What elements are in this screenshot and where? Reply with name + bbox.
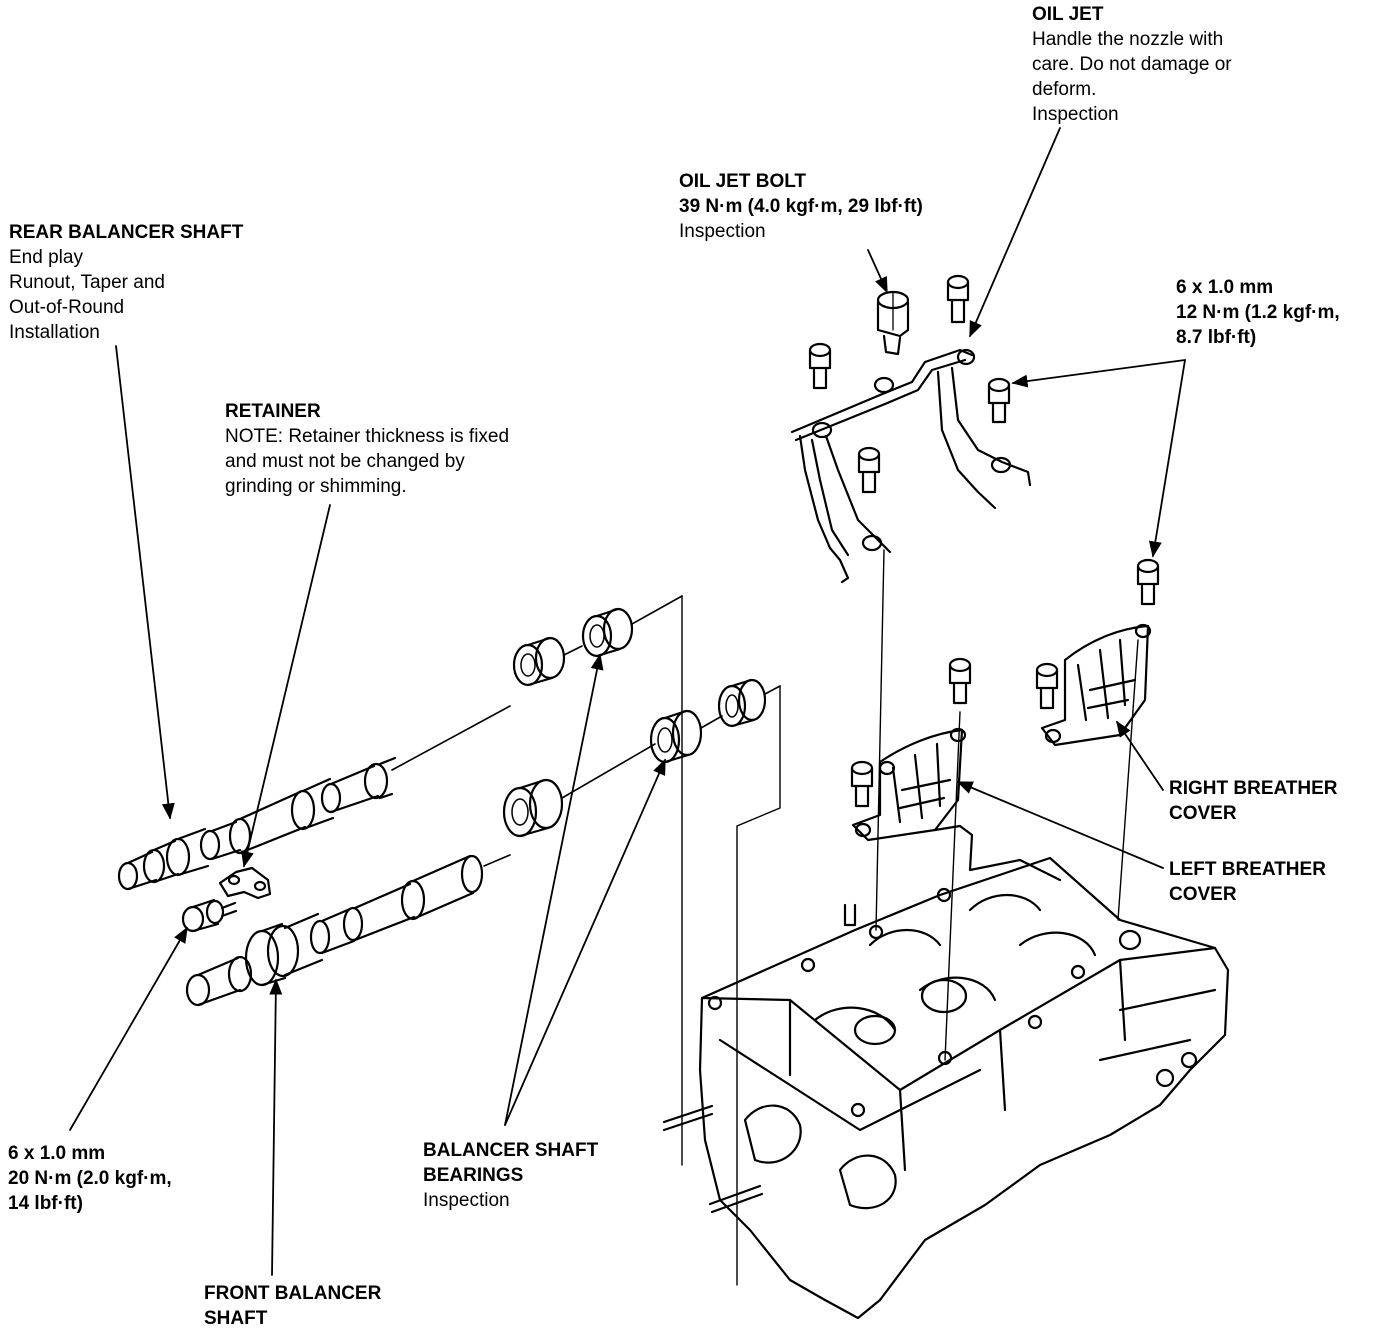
torque-spec: 14 lbf·ft)	[8, 1193, 83, 1214]
left-breather-cover	[851, 727, 967, 842]
callout-retainer-bolt: 6 x 1.0 mm 20 N·m (2.0 kgf·m, 14 lbf·ft)	[8, 1141, 172, 1216]
callout-title: BALANCER SHAFT	[423, 1140, 599, 1161]
alignment-lines	[681, 549, 1139, 1286]
bolt-left-cover-1	[948, 657, 972, 705]
callout-line: End play	[9, 247, 83, 268]
callout-right-breather-cover: RIGHT BREATHER COVER	[1169, 776, 1338, 826]
callout-breather-cover-bolts: 6 x 1.0 mm 12 N·m (1.2 kgf·m, 8.7 lbf·ft…	[1176, 275, 1340, 350]
callout-title: OIL JET BOLT	[679, 171, 807, 192]
oil-jet-bolt	[876, 290, 910, 356]
callout-title: 6 x 1.0 mm	[1176, 277, 1274, 298]
oil-jet	[790, 348, 1032, 584]
bearing-front-2	[649, 709, 703, 764]
callout-rear-balancer-shaft: REAR BALANCER SHAFT End play Runout, Tap…	[9, 220, 243, 345]
bolt-right-cover-2	[1035, 662, 1059, 710]
callout-title: COVER	[1169, 803, 1237, 824]
callout-retainer: RETAINER NOTE: Retainer thickness is fix…	[225, 399, 509, 499]
torque-spec: 20 N·m (2.0 kgf·m,	[8, 1168, 172, 1189]
retainer-plate	[218, 866, 272, 900]
callout-title: REAR BALANCER SHAFT	[9, 222, 244, 243]
callout-line: Out-of-Round	[9, 297, 125, 318]
bolt-oil-jet-3	[857, 446, 881, 494]
callout-left-breather-cover: LEFT BREATHER COVER	[1169, 857, 1326, 907]
callout-oil-jet-bolt: OIL JET BOLT 39 N·m (4.0 kgf·m, 29 lbf·f…	[679, 169, 923, 244]
callout-line: Handle the nozzle with	[1032, 29, 1224, 50]
torque-spec: 8.7 lbf·ft)	[1176, 327, 1257, 348]
right-breather-cover	[1040, 623, 1152, 747]
callout-title: RIGHT BREATHER	[1169, 778, 1338, 799]
bolt-oil-jet-1	[946, 274, 970, 324]
bearing-rear-2	[581, 607, 634, 658]
callout-line: Runout, Taper and	[9, 272, 165, 293]
callout-title: COVER	[1169, 884, 1237, 905]
bearing-front-1	[502, 778, 564, 838]
bearing-rear-1	[512, 636, 566, 687]
callout-line: deform.	[1032, 79, 1097, 100]
callout-title: 6 x 1.0 mm	[8, 1143, 106, 1164]
callout-line: Inspection	[679, 221, 766, 242]
callout-line: Inspection	[423, 1190, 510, 1211]
callout-line: care. Do not damage or	[1032, 54, 1232, 75]
leader-lines	[69, 127, 1186, 1276]
rear-balancer-shaft	[117, 705, 511, 891]
callout-line: grinding or shimming.	[225, 476, 407, 497]
callout-line: NOTE: Retainer thickness is fixed	[225, 426, 510, 447]
callout-balancer-shaft-bearings: BALANCER SHAFT BEARINGS Inspection	[423, 1138, 598, 1213]
callout-line: and must not be changed by	[225, 451, 465, 472]
engine-block	[662, 824, 1230, 1320]
callout-title: OIL JET	[1032, 4, 1104, 25]
callout-line: Inspection	[1032, 104, 1119, 125]
callout-title: BEARINGS	[423, 1165, 524, 1186]
front-balancer-shaft	[185, 854, 511, 1007]
callout-front-balancer-shaft: FRONT BALANCER SHAFT	[204, 1281, 381, 1331]
callout-line: Installation	[9, 322, 100, 343]
bolt-oil-jet-2	[808, 342, 832, 390]
callout-title: FRONT BALANCER	[204, 1283, 382, 1304]
bolt-oil-jet-4	[987, 377, 1011, 424]
torque-spec: 12 N·m (1.2 kgf·m,	[1176, 302, 1340, 323]
callout-title: LEFT BREATHER	[1169, 859, 1326, 880]
callout-title: RETAINER	[225, 401, 321, 422]
bolt-left-cover-2	[850, 760, 874, 808]
bearing-front-3	[717, 678, 767, 728]
torque-spec: 39 N·m (4.0 kgf·m, 29 lbf·ft)	[679, 196, 923, 217]
callout-title: SHAFT	[204, 1308, 268, 1329]
bolt-right-cover-1	[1136, 558, 1160, 606]
retainer-bolt	[181, 898, 238, 933]
callout-oil-jet: OIL JET Handle the nozzle with care. Do …	[1032, 2, 1232, 127]
